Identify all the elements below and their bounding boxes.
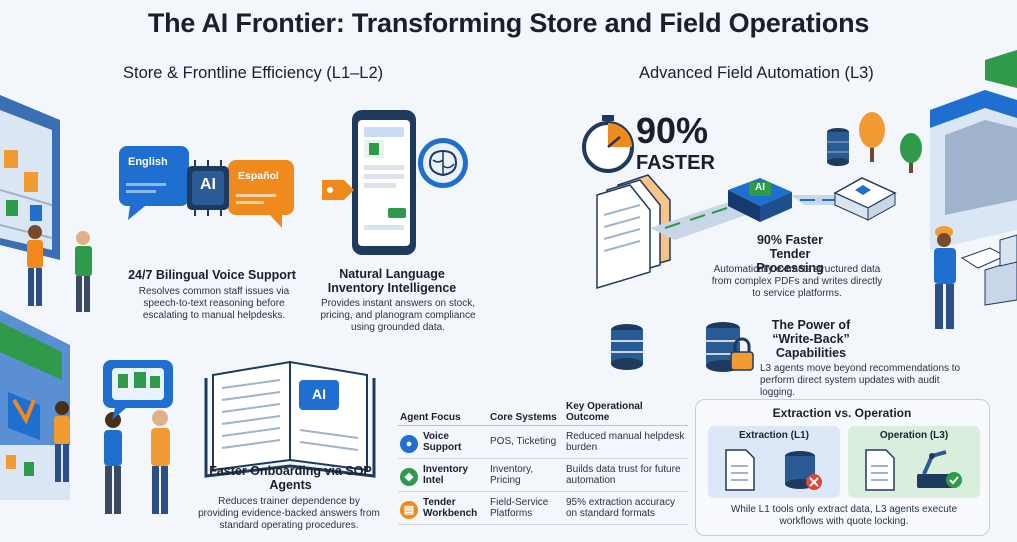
voice-support-heading: 24/7 Bilingual Voice Support	[128, 268, 296, 282]
brain-icon	[418, 138, 468, 188]
operation-label: Operation (L3)	[879, 430, 949, 441]
store-shelf-illustration	[0, 95, 60, 260]
agent-focus-cell: Inventory Intel	[423, 463, 469, 487]
database-stack-icon	[827, 128, 849, 166]
extraction-panel: Extraction (L1)	[708, 426, 840, 498]
document-stack-illustration	[596, 174, 671, 290]
left-section-title: Store & Frontline Efficiency (L1–L2)	[123, 64, 384, 82]
table-row: ◆ Inventory Intel Inventory, Pricing Buil…	[398, 458, 688, 492]
database-icon	[611, 324, 643, 370]
agent-focus-table: Agent Focus Core Systems Key Operational…	[398, 399, 688, 525]
column-header: Core Systems	[488, 399, 564, 426]
right-section-title: Advanced Field Automation (L3)	[639, 64, 874, 82]
voice-support-description: Resolves common staff issues via speech-…	[138, 286, 290, 321]
field-worker-illustration	[934, 226, 1017, 329]
store-building-illustration	[0, 310, 70, 500]
core-systems-cell: Field-Service Platforms	[488, 491, 564, 525]
comparison-title: Extraction vs. Operation	[772, 406, 912, 420]
bilingual-bubbles-illustration	[119, 146, 294, 228]
microphone-icon: ●	[400, 434, 418, 453]
core-systems-cell: POS, Ticketing	[488, 425, 564, 459]
tender-description: Automatically extracts structured data f…	[711, 264, 883, 299]
column-header: Key Operational Outcome	[564, 399, 688, 426]
operation-panel: Operation (L3)	[848, 426, 980, 498]
locked-database-icon	[706, 322, 754, 372]
ai-chip-label: AI	[200, 176, 216, 193]
tender-heading: 90% Faster Tender Processing	[756, 233, 824, 275]
writeback-description: L3 agents move beyond recommendations to…	[760, 363, 961, 398]
core-systems-cell: Inventory, Pricing	[488, 458, 564, 492]
onboarding-heading: Faster Onboarding via SOP Agents	[209, 464, 372, 492]
comparison-box: Extraction vs. Operation Extraction (L1)…	[695, 399, 990, 536]
sop-book-illustration	[204, 360, 376, 478]
spanish-bubble-label: Español	[238, 170, 279, 182]
outcome-cell: 95% extraction accuracy on standard form…	[564, 491, 688, 525]
ai-chip-illustration	[728, 178, 792, 222]
field-ai-chip-label: AI	[755, 182, 765, 193]
staff-people-illustration	[27, 225, 92, 312]
english-bubble-label: English	[128, 156, 168, 168]
page-title: The AI Frontier: Transforming Store and …	[147, 8, 870, 38]
price-tag-icon	[322, 180, 354, 200]
stopwatch-icon	[582, 115, 634, 173]
document-icon: ▤	[400, 500, 418, 519]
table-row: ▤ Tender Workbench Field-Service Platform…	[398, 491, 688, 525]
product-chat-bubble-illustration	[103, 360, 173, 420]
comparison-caption: While L1 tools only extract data, L3 age…	[730, 504, 958, 527]
extraction-illustration	[725, 449, 822, 491]
tag-icon: ◆	[400, 467, 418, 486]
operation-illustration	[865, 449, 962, 491]
platform-sync-icon	[833, 177, 897, 221]
inventory-heading: Natural Language Inventory Intelligence	[327, 267, 457, 295]
stat-label: FASTER	[636, 152, 715, 174]
warehouse-illustration	[930, 50, 1017, 250]
outcome-cell: Reduced manual helpdesk burden	[564, 425, 688, 459]
outcome-cell: Builds data trust for future automation	[564, 458, 688, 492]
table-row: ● Voice Support POS, Ticketing Reduced ma…	[398, 425, 688, 459]
agent-focus-cell: Tender Workbench	[423, 496, 478, 520]
extraction-label: Extraction (L1)	[738, 430, 809, 441]
handshake-people-illustration	[54, 401, 170, 514]
table-header-row: Agent Focus Core Systems Key Operational…	[398, 399, 688, 426]
book-ai-label: AI	[312, 386, 326, 402]
writeback-heading: The Power of “Write-Back” Capabilities	[771, 318, 851, 360]
smartphone-illustration	[352, 110, 416, 255]
agent-focus-cell: Voice Support	[423, 430, 462, 454]
inventory-description: Provides instant answers on stock, prici…	[320, 298, 476, 333]
column-header: Agent Focus	[398, 399, 488, 426]
stat-value: 90%	[636, 110, 709, 151]
onboarding-description: Reduces trainer dependence by providing …	[198, 496, 380, 531]
